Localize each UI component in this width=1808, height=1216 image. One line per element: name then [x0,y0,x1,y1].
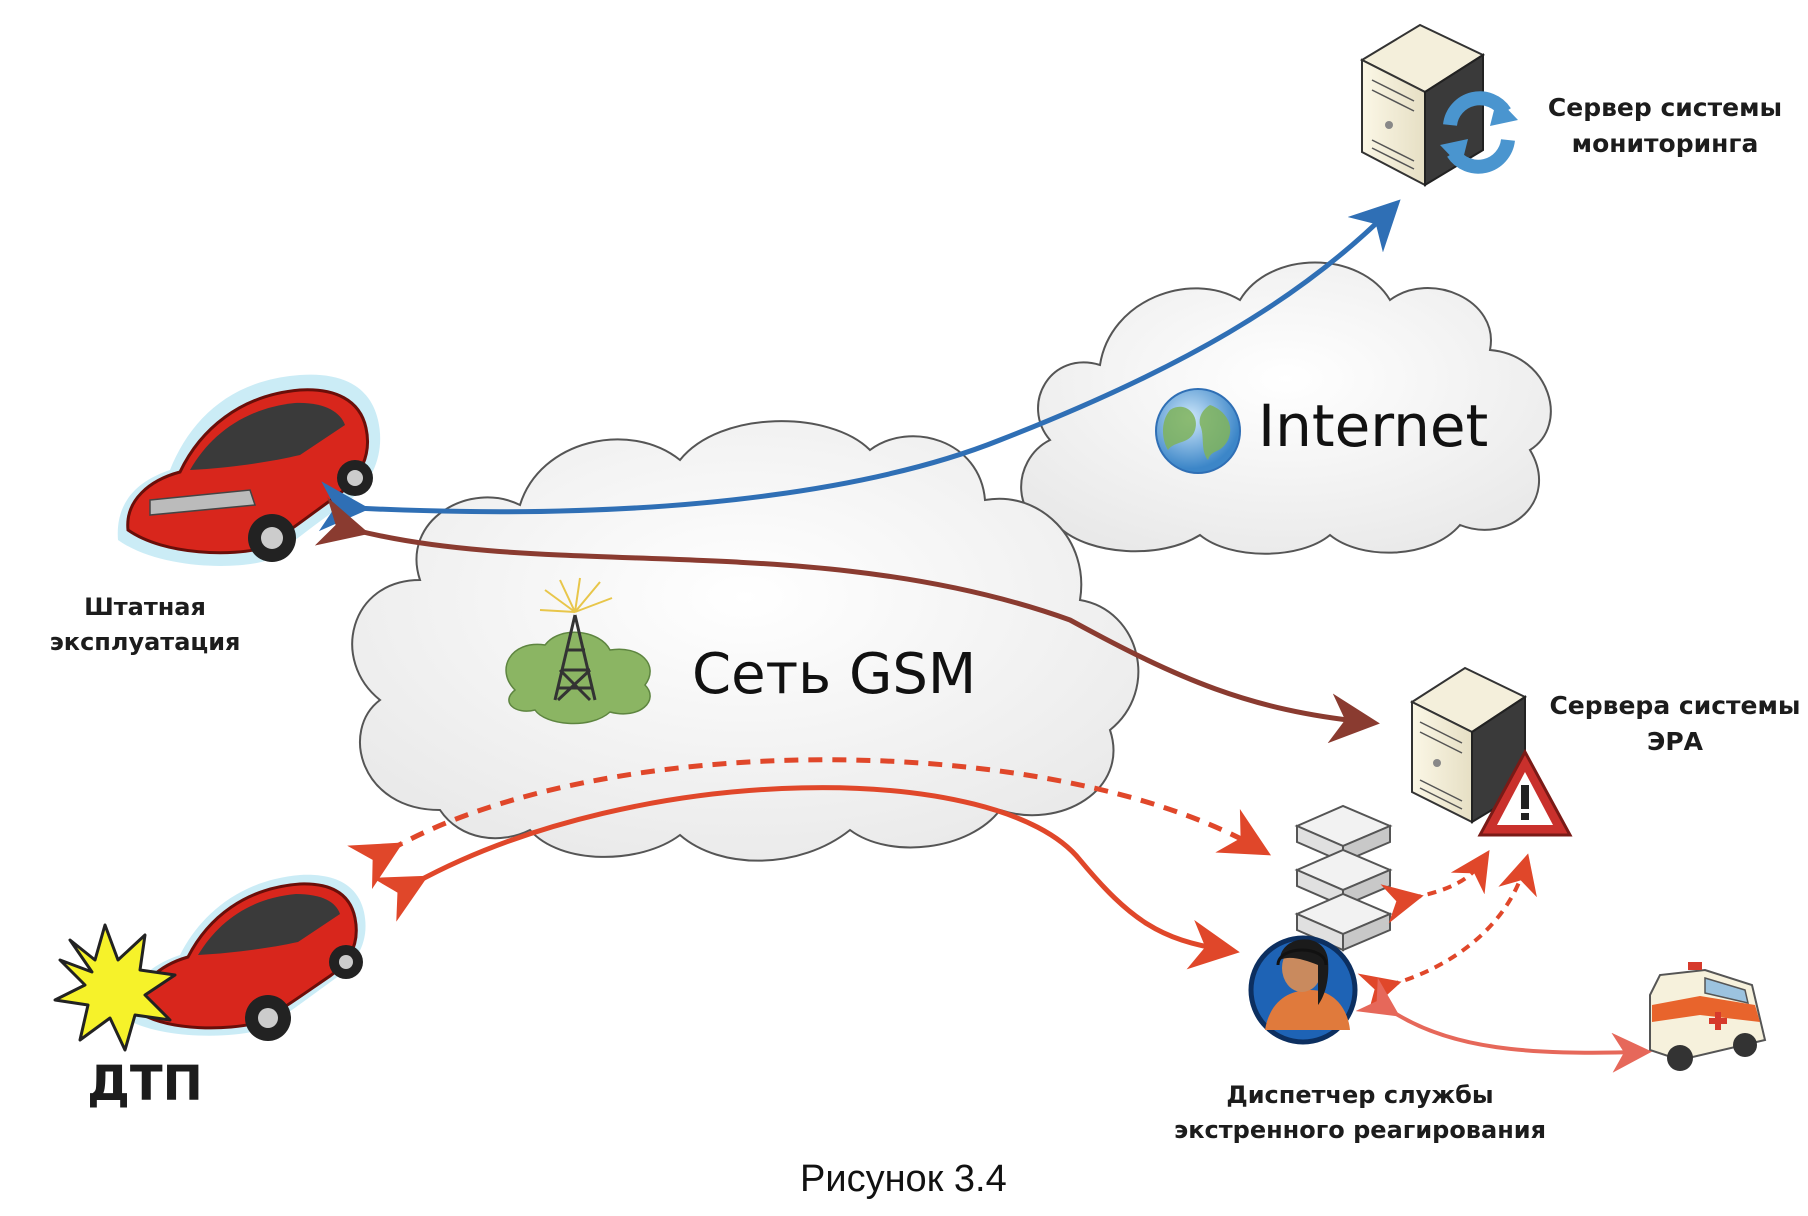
monitoring-server-label: Сервер системы мониторинга [1530,90,1800,163]
figure-caption: Рисунок 3.4 [800,1158,1007,1200]
globe-icon [1155,388,1241,474]
dispatcher-label-line1: Диспетчер службы [1226,1081,1494,1109]
monitoring-server-label-line2: мониторинга [1571,129,1759,159]
normal-car-label-line1: Штатная [84,593,206,621]
era-servers-label-line2: ЭРА [1646,727,1704,757]
warning-icon [1477,748,1573,837]
gsm-cloud-label: Сеть GSM [692,642,977,707]
era-servers-label: Сервера системы ЭРА [1545,688,1805,761]
arrow-crash-dashed [347,757,1272,890]
normal-car-icon [117,374,381,566]
era-server-icon [1409,666,1528,824]
normal-car-label: Штатная эксплуатация [30,590,260,660]
monitoring-server-label-line1: Сервер системы [1547,93,1783,122]
dispatcher-label-line2: экстренного реагирования [1173,1115,1546,1144]
crash-car-label: ДТП [87,1056,203,1112]
arrow-dispatcher-to-ambulance [1355,977,1652,1073]
ambulance-icon [1649,962,1767,1071]
dispatcher-icon [1248,935,1358,1045]
crash-car-icon [127,874,366,1041]
normal-car-label-line2: эксплуатация [49,627,241,656]
era-servers-label-line1: Сервера системы [1549,691,1801,720]
arrow-crash-to-dispatcher [372,785,1240,970]
dispatcher-label: Диспетчер службы экстренного реагировани… [1150,1078,1570,1148]
arrow-car-to-era [314,497,1380,744]
arrow-stack-to-era [1380,849,1490,924]
refresh-icon [1440,91,1518,174]
arrow-dispatcher-to-era [1357,853,1537,1012]
internet-cloud-label: Internet [1258,392,1489,460]
explosion-icon [53,923,177,1052]
server-stack-icon [1294,804,1393,952]
